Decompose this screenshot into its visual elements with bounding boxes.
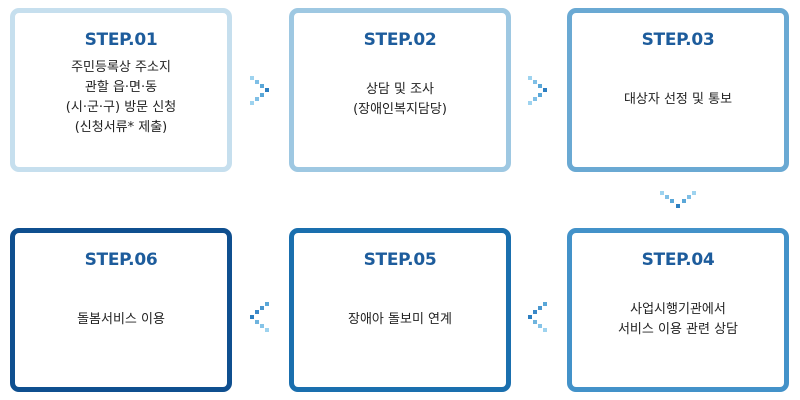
step-04-title: STEP.04 <box>641 250 715 270</box>
step-02-title: STEP.02 <box>363 30 437 50</box>
step-01-description: 주민등록상 주소지 관할 읍·면·동 (시·군·구) 방문 신청 (신청서류* … <box>65 60 177 135</box>
step-06-box: STEP.06 돌봄서비스 이용 <box>10 228 232 392</box>
step-03-title: STEP.03 <box>641 30 715 50</box>
step-01-title: STEP.01 <box>84 30 158 50</box>
step-05-description: 장애아 돌보미 연계 <box>348 311 452 327</box>
step-06-description: 돌봄서비스 이용 <box>77 311 165 327</box>
step-04-box: STEP.04 사업시행기관에서 서비스 이용 관련 상담 <box>567 228 789 392</box>
step-05-box: STEP.05 장애아 돌보미 연계 <box>289 228 511 392</box>
chevron-down-icon <box>660 191 696 208</box>
step-02-description: 상담 및 조사 (장애인복지담당) <box>353 81 447 117</box>
chevron-left-icon <box>250 302 269 332</box>
step-01-box: STEP.01 주민등록상 주소지 관할 읍·면·동 (시·군·구) 방문 신청… <box>10 8 232 172</box>
step-03-box: STEP.03 대상자 선정 및 통보 <box>567 8 789 172</box>
chevron-right-icon <box>250 76 269 105</box>
chevron-left-icon <box>528 302 547 332</box>
step-06-title: STEP.06 <box>84 250 158 270</box>
chevron-right-icon <box>528 76 547 105</box>
step-02-box: STEP.02 상담 및 조사 (장애인복지담당) <box>289 8 511 172</box>
step-04-description: 사업시행기관에서 서비스 이용 관련 상담 <box>617 301 739 337</box>
step-03-description: 대상자 선정 및 통보 <box>623 91 733 107</box>
step-05-title: STEP.05 <box>363 250 437 270</box>
